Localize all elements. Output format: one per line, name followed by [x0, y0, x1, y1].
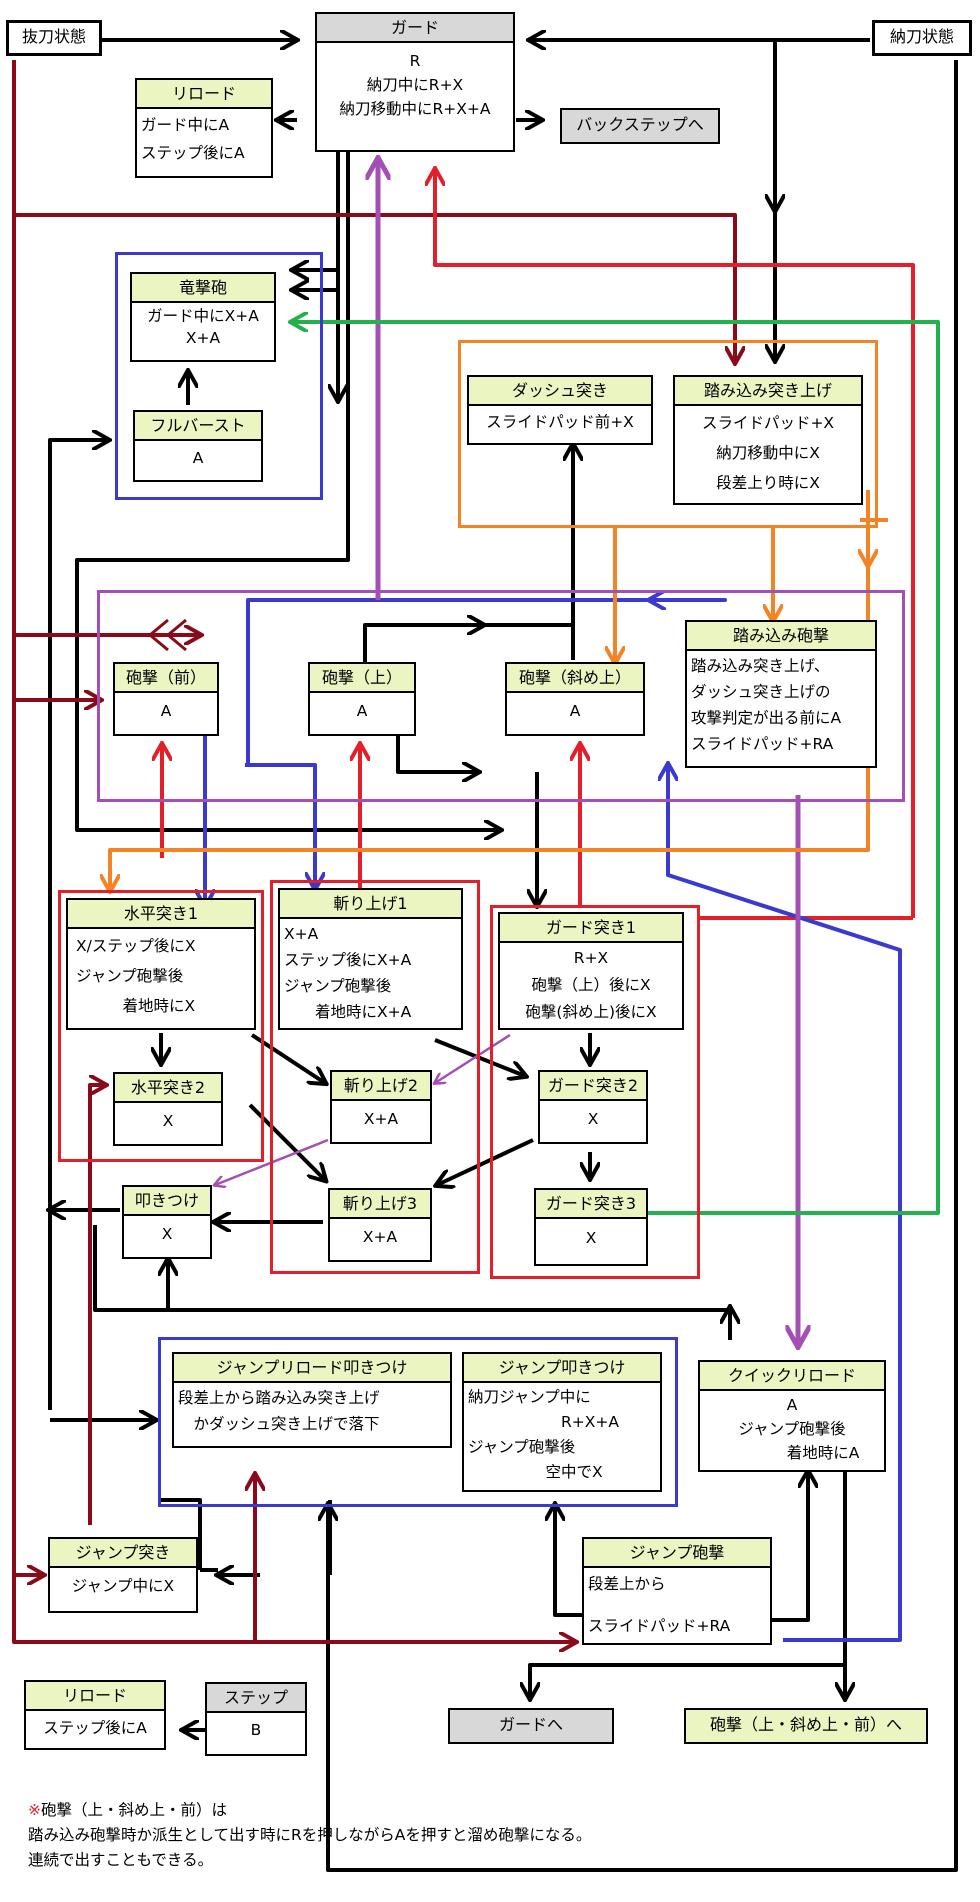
- node-title: 斬り上げ3: [330, 1190, 430, 1219]
- node-jump-tataki: ジャンプ叩きつけ 納刀ジャンプ中に R+X+A ジャンプ砲撃後 空中でX: [462, 1352, 662, 1492]
- node-body: ジャンプ中にX: [71, 1577, 175, 1595]
- node-kiriage1: 斬り上げ1 X+A ステップ後にX+A ジャンプ砲撃後 着地時にX+A: [278, 888, 463, 1030]
- node-body: X+A: [363, 1110, 399, 1128]
- node-body: 納刀ジャンプ中に R+X+A ジャンプ砲撃後 空中でX: [468, 1388, 619, 1481]
- node-suihei2: 水平突き2 X: [113, 1072, 223, 1146]
- node-guard: ガード R 納刀中にR+X 納刀移動中にR+X+A: [315, 12, 515, 152]
- node-jump-reload-tataki: ジャンプリロード叩きつけ 段差上から踏み込み突き上げ かダッシュ突き上げで落下: [172, 1352, 452, 1448]
- node-title: フルバースト: [135, 412, 261, 441]
- footnote: ※砲撃（上・斜め上・前）は 踏み込み砲撃時か派生として出す時にRを押しながらAを…: [28, 1798, 591, 1873]
- node-body: R 納刀中にR+X 納刀移動中にR+X+A: [339, 52, 491, 118]
- node-guard-tsuki1: ガード突き1 R+X 砲撃（上）後にX 砲撃(斜め上)後にX: [498, 912, 684, 1030]
- node-body: A ジャンプ砲撃後 着地時にA: [738, 1396, 860, 1462]
- node-title: ガード突き3: [536, 1190, 646, 1219]
- node-hougeki-mae: 砲撃（前） A: [113, 662, 219, 736]
- footnote-mark: ※: [28, 1801, 41, 1819]
- node-title: ガード: [317, 14, 513, 43]
- node-fumikomi-hougeki: 踏み込み砲撃 踏み込み突き上げ、 ダッシュ突き上げの 攻撃判定が出る前にA スラ…: [685, 620, 877, 768]
- node-body: X+A: [362, 1228, 398, 1246]
- node-reload-top: リロード ガード中にA ステップ後にA: [135, 78, 273, 178]
- node-kiriage3: 斬り上げ3 X+A: [328, 1188, 432, 1262]
- tag-hougeki-he: 砲撃（上・斜め上・前）へ: [684, 1708, 928, 1744]
- node-body: X: [585, 1229, 597, 1247]
- node-title: リロード: [26, 1682, 164, 1711]
- node-body: 踏み込み突き上げ、 ダッシュ突き上げの 攻撃判定が出る前にA スライドパッド+R…: [691, 657, 842, 753]
- node-title: ジャンプ叩きつけ: [464, 1354, 660, 1383]
- node-title: リロード: [137, 80, 271, 109]
- state-battou: 抜刀状態: [6, 20, 102, 56]
- node-jump-tsuki: ジャンプ突き ジャンプ中にX: [48, 1537, 198, 1613]
- node-fullburst: フルバースト A: [133, 410, 263, 482]
- node-body: A: [192, 449, 204, 467]
- node-tatakitsuke: 叩きつけ X: [122, 1185, 212, 1259]
- node-title: ダッシュ突き: [469, 377, 651, 406]
- node-title: 斬り上げ2: [332, 1072, 430, 1101]
- node-body: X/ステップ後にX ジャンプ砲撃後 着地時にX: [76, 937, 196, 1015]
- node-body: A: [356, 702, 368, 720]
- node-body: B: [250, 1721, 262, 1739]
- node-title: ガード突き1: [500, 914, 682, 943]
- node-title: 水平突き2: [115, 1074, 221, 1103]
- node-title: ステップ: [207, 1684, 305, 1713]
- node-body: 段差上から スライドパッド+RA: [588, 1575, 731, 1635]
- node-body: ガード中にA ステップ後にA: [141, 116, 245, 162]
- node-body: X: [161, 1225, 173, 1243]
- node-body: スライドパッド+X 納刀移動中にX 段差上り時にX: [701, 414, 835, 492]
- node-title: 砲撃（斜め上）: [507, 664, 643, 693]
- node-jump-hougeki: ジャンプ砲撃 段差上から スライドパッド+RA: [582, 1537, 772, 1645]
- node-body: X+A ステップ後にX+A ジャンプ砲撃後 着地時にX+A: [284, 925, 412, 1021]
- node-body: R+X 砲撃（上）後にX 砲撃(斜め上)後にX: [525, 949, 657, 1021]
- node-title: 水平突き1: [68, 900, 254, 929]
- node-title: クイックリロード: [700, 1362, 884, 1391]
- footnote-line2: 踏み込み砲撃時か派生として出す時にRを押しながらAを押すと溜め砲撃になる。: [28, 1826, 592, 1844]
- node-title: ジャンプ突き: [50, 1539, 196, 1568]
- node-body: X: [162, 1112, 174, 1130]
- node-ryugeki: 竜撃砲 ガード中にX+A X+A: [130, 272, 276, 362]
- footnote-line1: 砲撃（上・斜め上・前）は: [41, 1801, 228, 1819]
- node-title: 叩きつけ: [124, 1187, 210, 1216]
- node-fumikomi-tsuki: 踏み込み突き上げ スライドパッド+X 納刀移動中にX 段差上り時にX: [673, 375, 863, 505]
- node-dash-tsuki: ダッシュ突き スライドパッド前+X: [467, 375, 653, 445]
- node-body: ステップ後にA: [43, 1719, 147, 1737]
- node-body: 段差上から踏み込み突き上げ かダッシュ突き上げで落下: [178, 1389, 380, 1433]
- node-hougeki-naname: 砲撃（斜め上） A: [505, 662, 645, 736]
- node-guard-tsuki2: ガード突き2 X: [538, 1070, 648, 1144]
- tag-guard-he: ガードへ: [448, 1708, 614, 1744]
- node-title: 竜撃砲: [132, 274, 274, 303]
- node-body: A: [569, 702, 581, 720]
- node-title: ジャンプ砲撃: [584, 1539, 770, 1568]
- node-kiriage2: 斬り上げ2 X+A: [330, 1070, 432, 1144]
- node-reload-bottom: リロード ステップ後にA: [24, 1680, 166, 1750]
- node-quick-reload: クイックリロード A ジャンプ砲撃後 着地時にA: [698, 1360, 886, 1472]
- state-noutou: 納刀状態: [872, 20, 972, 56]
- node-title: 踏み込み砲撃: [687, 622, 875, 651]
- tag-backstep: バックステップへ: [560, 108, 720, 144]
- node-title: ジャンプリロード叩きつけ: [174, 1354, 450, 1383]
- node-body: スライドパッド前+X: [486, 413, 634, 431]
- node-hougeki-ue: 砲撃（上） A: [308, 662, 416, 736]
- node-title: 砲撃（上）: [310, 664, 414, 693]
- node-title: 砲撃（前）: [115, 664, 217, 693]
- node-title: 踏み込み突き上げ: [675, 377, 861, 406]
- node-body: A: [160, 702, 172, 720]
- node-guard-tsuki3: ガード突き3 X: [534, 1188, 648, 1266]
- node-title: 斬り上げ1: [280, 890, 461, 919]
- node-body: ガード中にX+A X+A: [147, 307, 259, 347]
- node-title: ガード突き2: [540, 1072, 646, 1101]
- node-body: X: [587, 1110, 599, 1128]
- node-suihei1: 水平突き1 X/ステップ後にX ジャンプ砲撃後 着地時にX: [66, 898, 256, 1030]
- footnote-line3: 連続で出すこともできる。: [28, 1851, 214, 1869]
- node-step: ステップ B: [205, 1682, 307, 1756]
